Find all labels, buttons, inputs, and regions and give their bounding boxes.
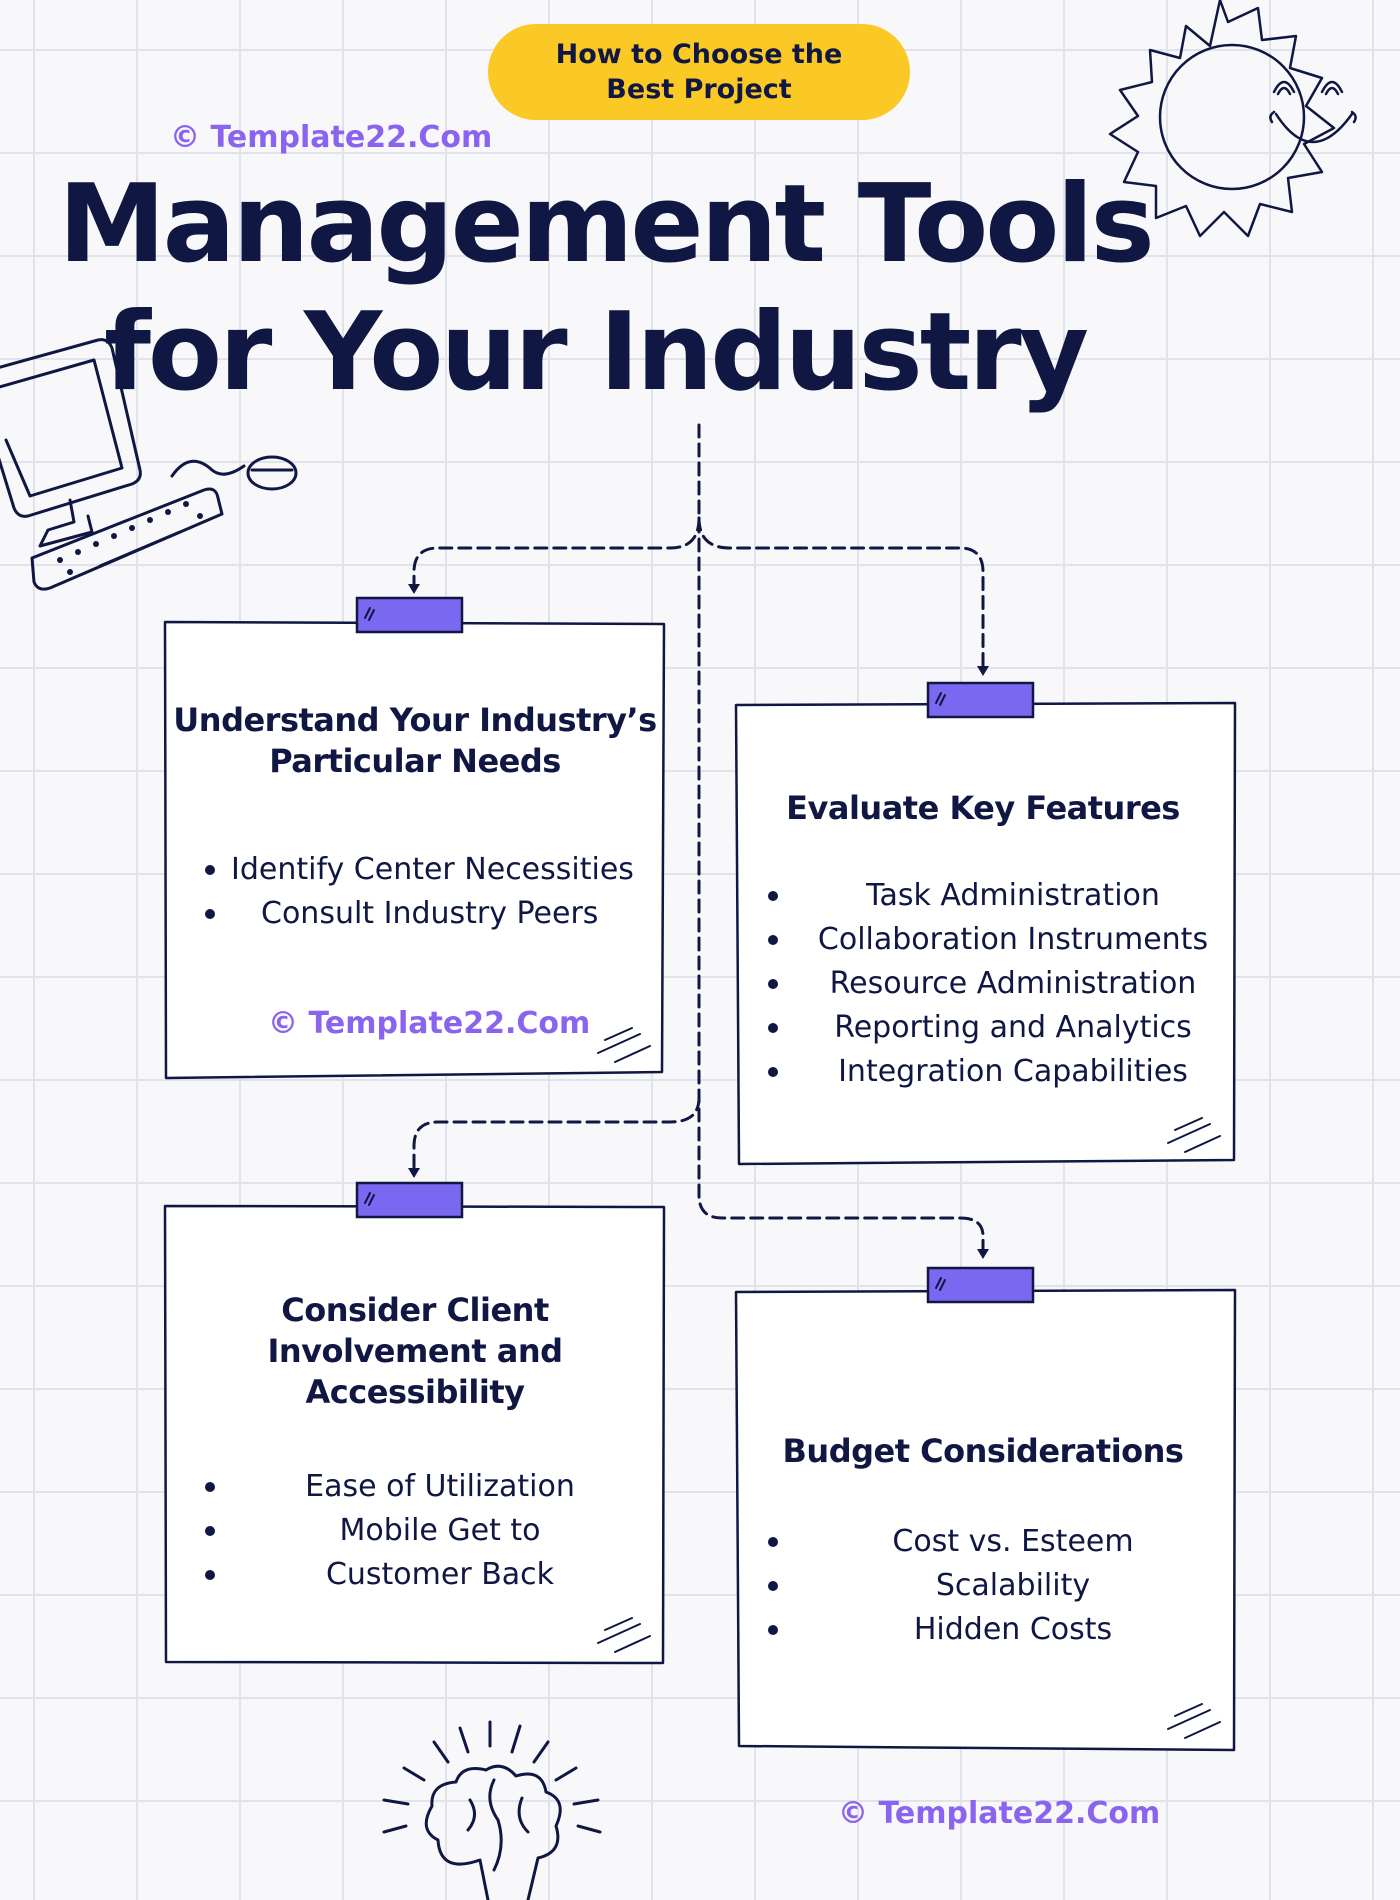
watermark-bottom: © Template22.Com (838, 1796, 1161, 1831)
brain-icon (382, 1720, 602, 1900)
card-heading: Consider Client Involvement and Accessib… (267, 1291, 563, 1411)
bullet-icon (768, 891, 778, 901)
list-item: Task Administration (738, 874, 1228, 918)
connector-to-card-1 (412, 516, 701, 588)
sun-icon (1108, 0, 1357, 238)
arrow-heads (408, 584, 989, 1259)
page-title-line-2: for Your Industry (103, 290, 1089, 415)
list-item: Ease of Utilization (165, 1465, 665, 1509)
list-item: Identify Center Necessities (165, 848, 665, 892)
bullet-icon (205, 909, 215, 919)
bullet-icon (205, 1482, 215, 1492)
list-item: Customer Back (165, 1553, 665, 1597)
card-frame-2 (734, 701, 1237, 1166)
list-item: Consult Industry Peers (165, 892, 665, 936)
bullet-icon (768, 1581, 778, 1591)
bullet-icon (768, 1067, 778, 1077)
tape-tab-marks (364, 607, 946, 1291)
card-list: Ease of Utilization Mobile Get to Custom… (165, 1465, 665, 1597)
bullet-icon (768, 935, 778, 945)
list-item: Mobile Get to (165, 1509, 665, 1553)
bullet-icon (768, 1537, 778, 1547)
subtitle-pill: How to Choose the Best Project (488, 24, 910, 120)
flow-connectors (412, 423, 985, 1252)
tape-tab-1 (355, 596, 464, 634)
bullet-icon (205, 1570, 215, 1580)
tape-tab-2 (926, 681, 1035, 719)
card-client-involvement: Consider Client Involvement and Accessib… (165, 1290, 665, 1597)
card-frame-3 (163, 1204, 666, 1665)
connector-to-card-2 (697, 516, 985, 670)
bullet-icon (768, 979, 778, 989)
tape-tabs (355, 596, 1035, 1304)
list-item: Cost vs. Esteem (738, 1520, 1228, 1564)
card-heading: Budget Considerations (782, 1432, 1184, 1470)
card-heading: Evaluate Key Features (786, 789, 1180, 827)
bullet-icon (205, 1526, 215, 1536)
card-frame-4 (734, 1288, 1237, 1752)
pill-text: How to Choose the Best Project (555, 39, 843, 105)
bullet-icon (205, 865, 215, 875)
tape-tab-4 (926, 1266, 1035, 1304)
list-item: Collaboration Instruments (738, 918, 1228, 962)
bullet-icon (768, 1023, 778, 1033)
computer-icon (0, 338, 298, 591)
card-corner-marks (597, 1027, 1221, 1739)
list-item: Hidden Costs (738, 1608, 1228, 1652)
card-list: Identify Center Necessities Consult Indu… (165, 848, 665, 936)
card-frames (163, 620, 1237, 1752)
list-item: Resource Administration (738, 962, 1228, 1006)
card-list: Task Administration Collaboration Instru… (738, 874, 1228, 1094)
list-item: Reporting and Analytics (738, 1006, 1228, 1050)
card-industry-needs: Understand Your Industry’s Particular Ne… (165, 700, 665, 936)
page-title-line-1: Management Tools (58, 162, 1155, 287)
list-item: Integration Capabilities (738, 1050, 1228, 1094)
connector-trunk (697, 423, 985, 1252)
card-key-features: Evaluate Key Features Task Administratio… (738, 788, 1228, 1094)
card-heading: Understand Your Industry’s Particular Ne… (173, 701, 657, 780)
card-list: Cost vs. Esteem Scalability Hidden Costs (738, 1520, 1228, 1652)
bullet-icon (768, 1625, 778, 1635)
list-item: Scalability (738, 1564, 1228, 1608)
card-budget: Budget Considerations Cost vs. Esteem Sc… (738, 1431, 1228, 1652)
watermark-card: © Template22.Com (268, 1006, 591, 1041)
watermark-top: © Template22.Com (170, 120, 493, 155)
tape-tab-3 (355, 1181, 464, 1219)
card-frame-1 (163, 620, 666, 1080)
connector-to-card-3 (412, 1096, 701, 1172)
